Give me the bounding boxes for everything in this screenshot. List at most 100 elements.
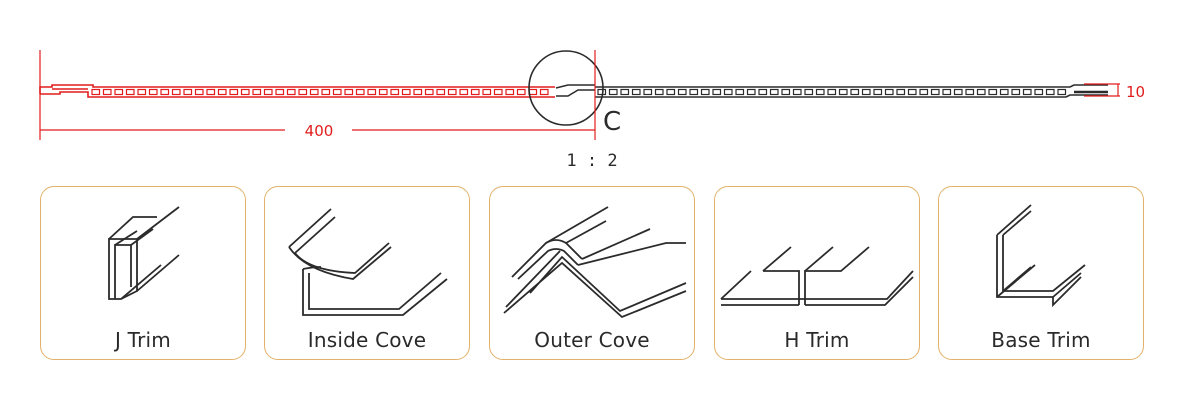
panel-cell <box>355 88 365 96</box>
panel-cell <box>137 88 147 96</box>
panel-black-section <box>555 84 1108 98</box>
panel-cell <box>608 88 618 96</box>
panel-cell <box>884 88 894 96</box>
panel-cell <box>344 88 354 96</box>
panel-cell <box>999 88 1009 96</box>
panel-cell <box>953 88 963 96</box>
panel-cell <box>482 88 492 96</box>
joint-detail-circle <box>528 50 604 126</box>
panel-cell <box>631 88 641 96</box>
panel-cell <box>700 88 710 96</box>
panel-cell <box>206 88 216 96</box>
panel-cell <box>309 88 319 96</box>
panel-cell <box>930 88 940 96</box>
trim-card-j-trim: J Trim <box>40 186 246 360</box>
panel-cell <box>459 88 469 96</box>
panel-cell <box>861 88 871 96</box>
panel-cell <box>516 88 526 96</box>
panel-cell <box>470 88 480 96</box>
trim-label: Inside Cove <box>307 328 427 352</box>
panel-cell <box>286 88 296 96</box>
panel-profile-diagram: 400 10 C 1 : 2 <box>39 50 1145 171</box>
panel-cell <box>850 88 860 96</box>
panel-cell <box>332 88 342 96</box>
panel-cell <box>378 88 388 96</box>
panel-cell <box>1057 88 1067 96</box>
panel-cell <box>252 88 262 96</box>
panel-cell <box>976 88 986 96</box>
panel-cell <box>217 88 227 96</box>
panel-cell <box>171 88 181 96</box>
h-trim-profile-icon <box>720 246 914 306</box>
panel-cell <box>505 88 515 96</box>
panel-cell <box>792 88 802 96</box>
panel-cell <box>804 88 814 96</box>
panel-cell <box>620 88 630 96</box>
panel-cell <box>1011 88 1021 96</box>
panel-cell <box>712 88 722 96</box>
panel-cell <box>298 88 308 96</box>
trim-label: Outer Cove <box>534 328 650 352</box>
panel-cell <box>1022 88 1032 96</box>
panel-cell <box>183 88 193 96</box>
panel-cell <box>643 88 653 96</box>
panel-cell <box>148 88 158 96</box>
panel-cell <box>735 88 745 96</box>
panel-cell <box>413 88 423 96</box>
panel-cell <box>654 88 664 96</box>
trim-card-outer-cove: Outer Cove <box>489 186 695 360</box>
trim-card-base-trim: Base Trim <box>938 186 1144 360</box>
panel-cell <box>769 88 779 96</box>
panel-cell <box>321 88 331 96</box>
panel-cell <box>919 88 929 96</box>
panel-cell <box>677 88 687 96</box>
panel-cell <box>873 88 883 96</box>
trim-card-h-trim: H Trim <box>714 186 920 360</box>
scale-label: 1 : 2 <box>566 151 617 171</box>
panel-cell <box>240 88 250 96</box>
panel-cell <box>401 88 411 96</box>
panel-cell <box>838 88 848 96</box>
panel-cell <box>424 88 434 96</box>
panel-cell <box>781 88 791 96</box>
panel-cell <box>114 88 124 96</box>
panel-cell <box>1045 88 1055 96</box>
panel-cell <box>689 88 699 96</box>
panel-cell <box>746 88 756 96</box>
panel-cell <box>1034 88 1044 96</box>
panel-red-section <box>39 50 555 140</box>
panel-cell <box>666 88 676 96</box>
outer-cove-profile-icon <box>503 206 687 319</box>
panel-cell <box>827 88 837 96</box>
panel-cell <box>390 88 400 96</box>
panel-cell <box>263 88 273 96</box>
panel-cell <box>896 88 906 96</box>
panel-cell <box>102 88 112 96</box>
panel-cell <box>436 88 446 96</box>
j-trim-profile-icon <box>108 206 180 300</box>
thickness-dimension-label: 10 <box>1126 83 1145 101</box>
panel-cell <box>125 88 135 96</box>
inside-cove-profile-icon <box>288 208 448 316</box>
detail-callout-label: C <box>603 107 621 137</box>
panel-cell <box>194 88 204 96</box>
trim-label: H Trim <box>784 328 850 352</box>
trim-label: J Trim <box>115 328 171 352</box>
panel-cell <box>229 88 239 96</box>
trim-card-inside-cove: Inside Cove <box>264 186 470 360</box>
panel-cell <box>723 88 733 96</box>
thickness-dimension <box>1084 83 1120 97</box>
panel-cell <box>815 88 825 96</box>
panel-cell <box>447 88 457 96</box>
panel-cell <box>275 88 285 96</box>
panel-cell <box>367 88 377 96</box>
trim-label: Base Trim <box>991 328 1091 352</box>
panel-cell <box>91 88 101 96</box>
panel-cell <box>907 88 917 96</box>
panel-cell <box>758 88 768 96</box>
panel-cell <box>942 88 952 96</box>
panel-cell <box>539 88 549 96</box>
panel-cell <box>988 88 998 96</box>
panel-cell <box>160 88 170 96</box>
width-dimension-label: 400 <box>305 122 334 140</box>
